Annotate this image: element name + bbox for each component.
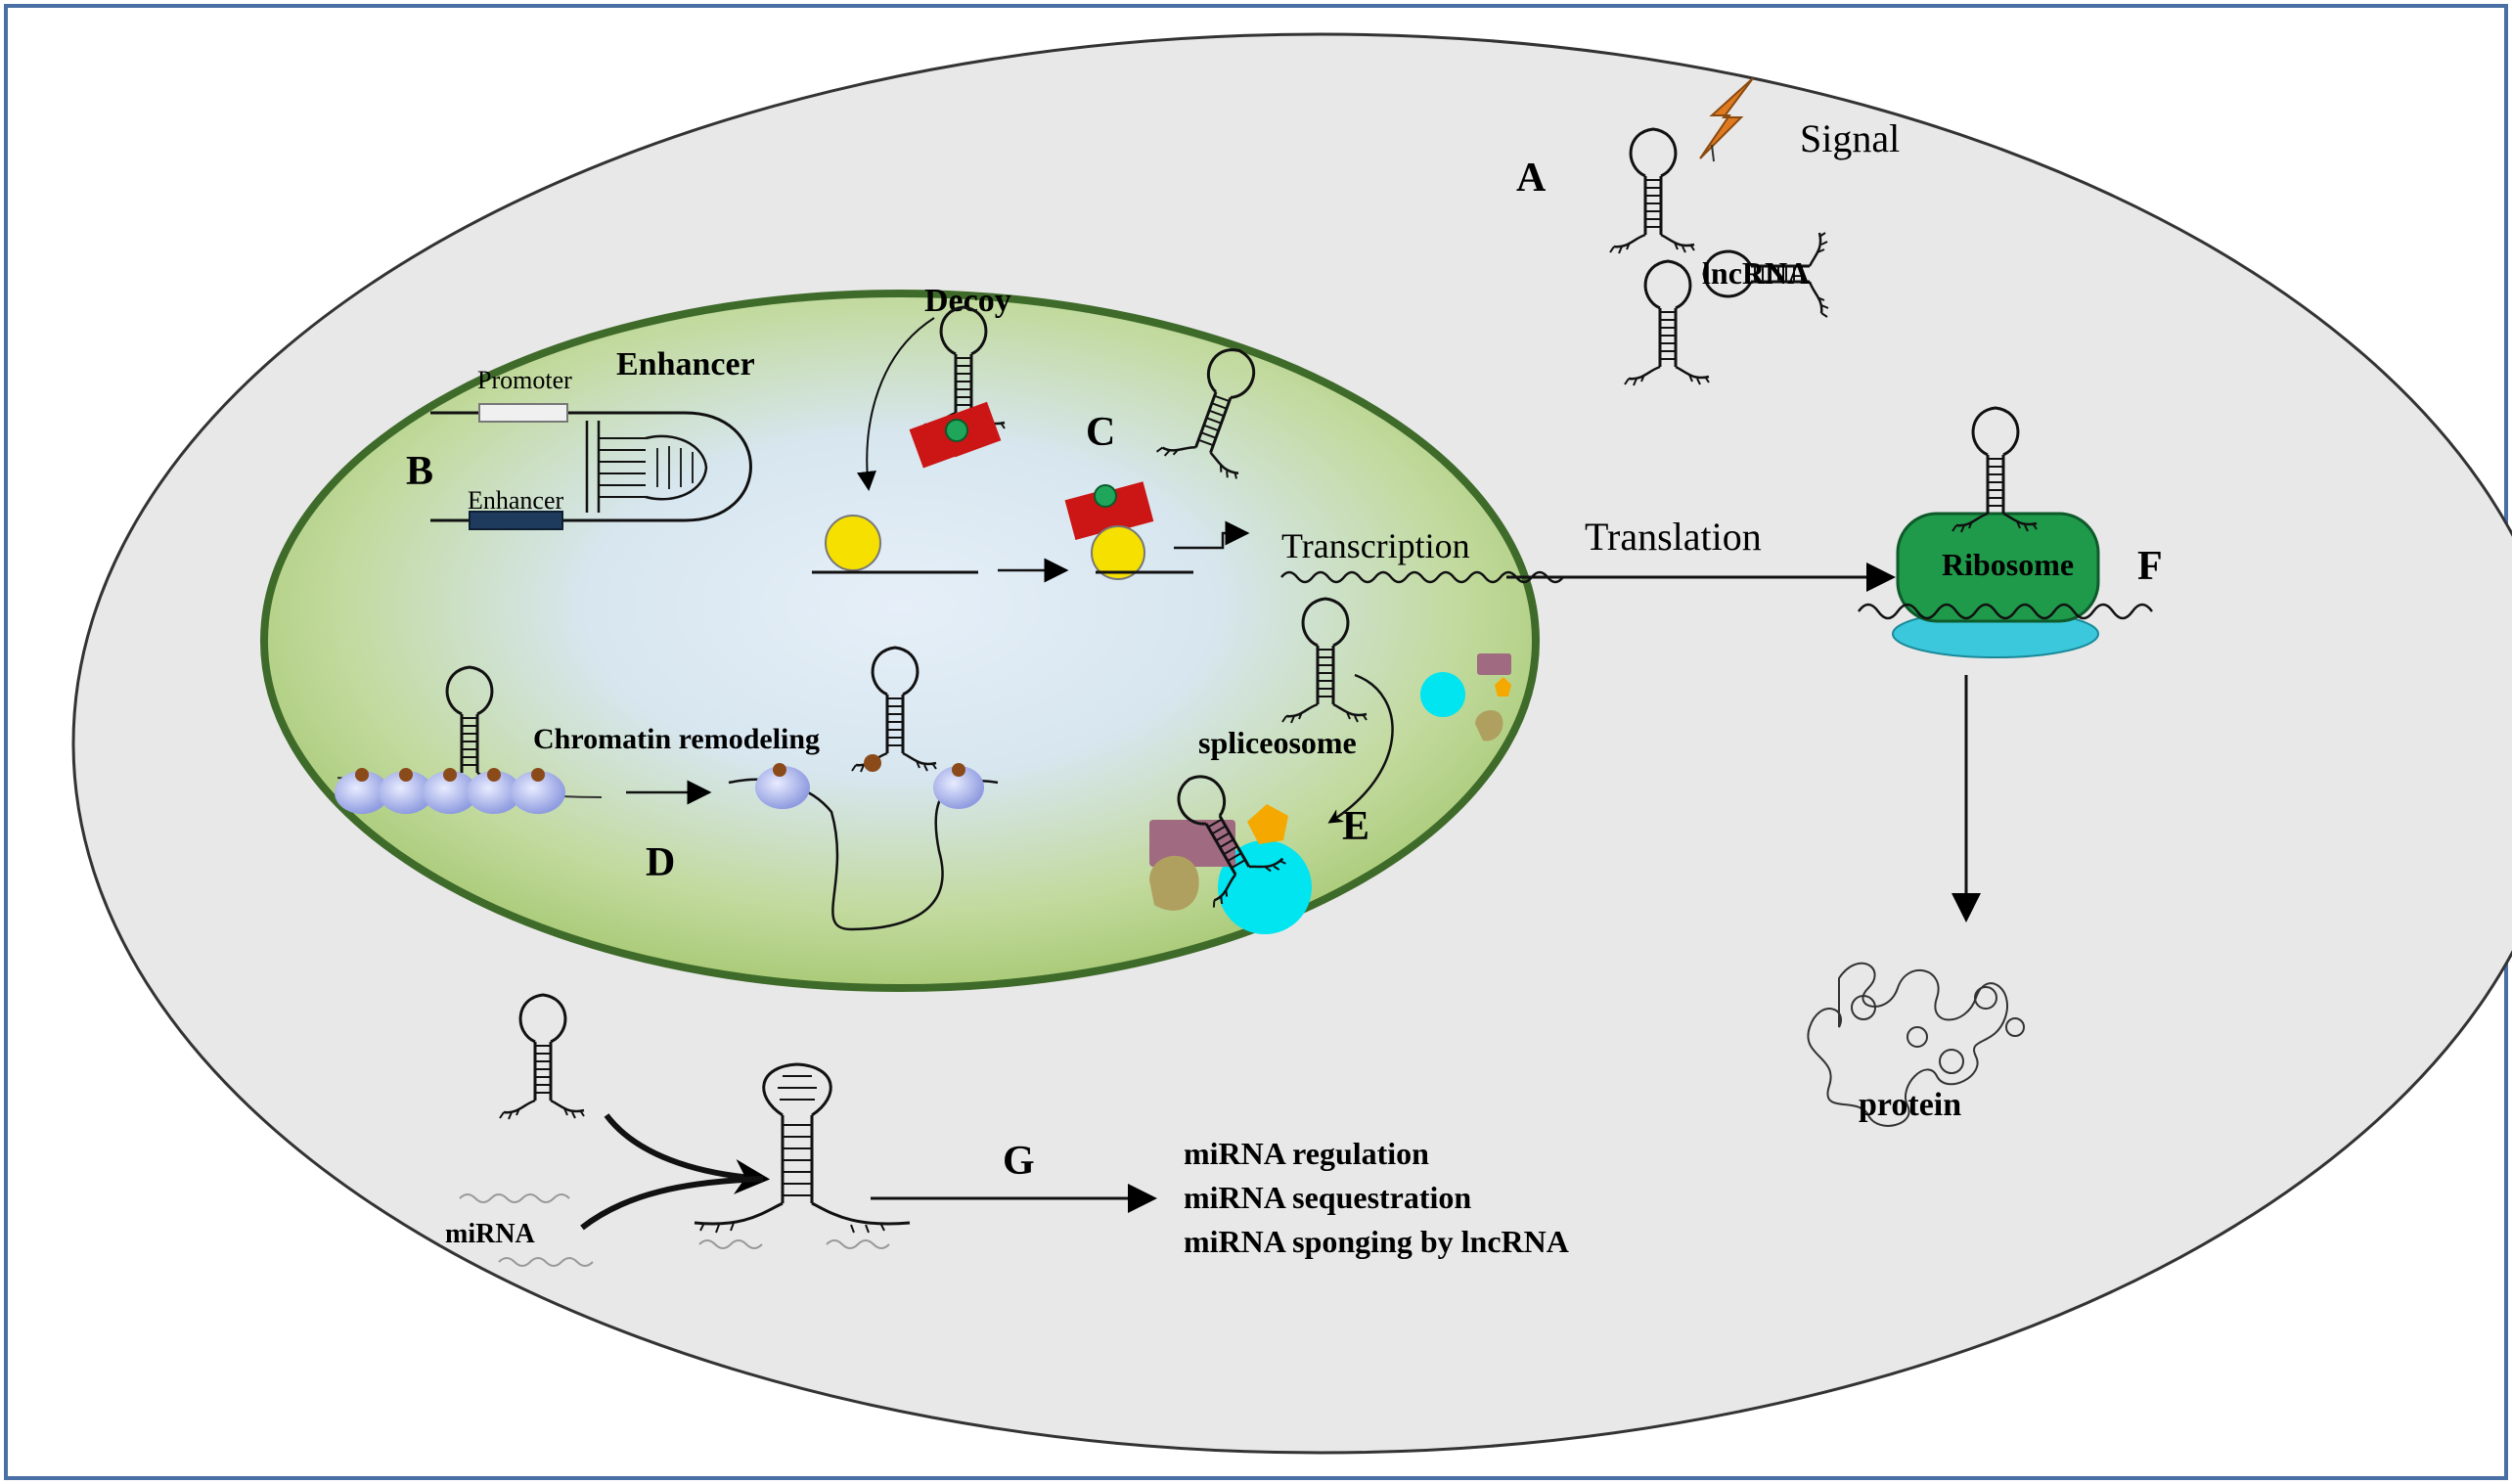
lncrna-mirna-complex: [694, 1062, 911, 1249]
label-d: D: [646, 840, 675, 885]
label-b: B: [406, 449, 433, 494]
nucleus: [260, 290, 1540, 992]
chromatin-remodeling-label: Chromatin remodeling: [533, 723, 820, 755]
spliceosome-label: spliceosome: [1198, 725, 1357, 760]
protein-coil-icon: [1807, 962, 2025, 1127]
bound-complex: [1064, 481, 1154, 580]
label-g: G: [1003, 1139, 1035, 1184]
merge-arrow-2: [580, 1176, 764, 1231]
transcription-label: Transcription: [1281, 526, 1470, 565]
label-f: F: [2137, 544, 2163, 589]
label-a: A: [1516, 156, 1547, 201]
enhancer-bar-label: Enhancer: [468, 486, 564, 515]
spliceosome-parts: [1420, 653, 1511, 742]
signal-label: Signal: [1800, 116, 1900, 160]
protein-label: protein: [1859, 1087, 1961, 1123]
enhancer-loop: [430, 403, 752, 530]
mirna-strands: [459, 1193, 594, 1267]
signal-bolt-icon: [1699, 77, 1754, 162]
promoter-label: Promoter: [477, 366, 572, 394]
decoy-protein: [909, 401, 1002, 469]
mirna-sequestration-text: miRNA sequestration: [1184, 1180, 1471, 1215]
mirna-sponging-text: miRNA sponging by lncRNA: [1184, 1224, 1569, 1259]
ribosome-label: Ribosome: [1942, 547, 2074, 582]
ribosome-mrna: [1857, 603, 2154, 620]
ribosome-large-subunit: [1896, 512, 2100, 623]
histone-mark: [864, 754, 881, 772]
spliceosome-complex: [1149, 756, 1312, 934]
compact-chromatin: [335, 768, 603, 814]
open-chromatin: [728, 763, 999, 931]
lncrna-label: lncRNA: [1702, 255, 1810, 291]
mirna-label: miRNA: [445, 1219, 536, 1249]
label-c: C: [1086, 410, 1115, 455]
transcription-factor-1: [825, 515, 881, 571]
enhancer-title: Enhancer: [616, 346, 755, 382]
mirna-regulation-text: miRNA regulation: [1184, 1136, 1429, 1171]
merge-arrow-1: [604, 1113, 771, 1194]
translation-label: Translation: [1585, 515, 1762, 559]
decoy-label: Decoy: [924, 283, 1011, 319]
